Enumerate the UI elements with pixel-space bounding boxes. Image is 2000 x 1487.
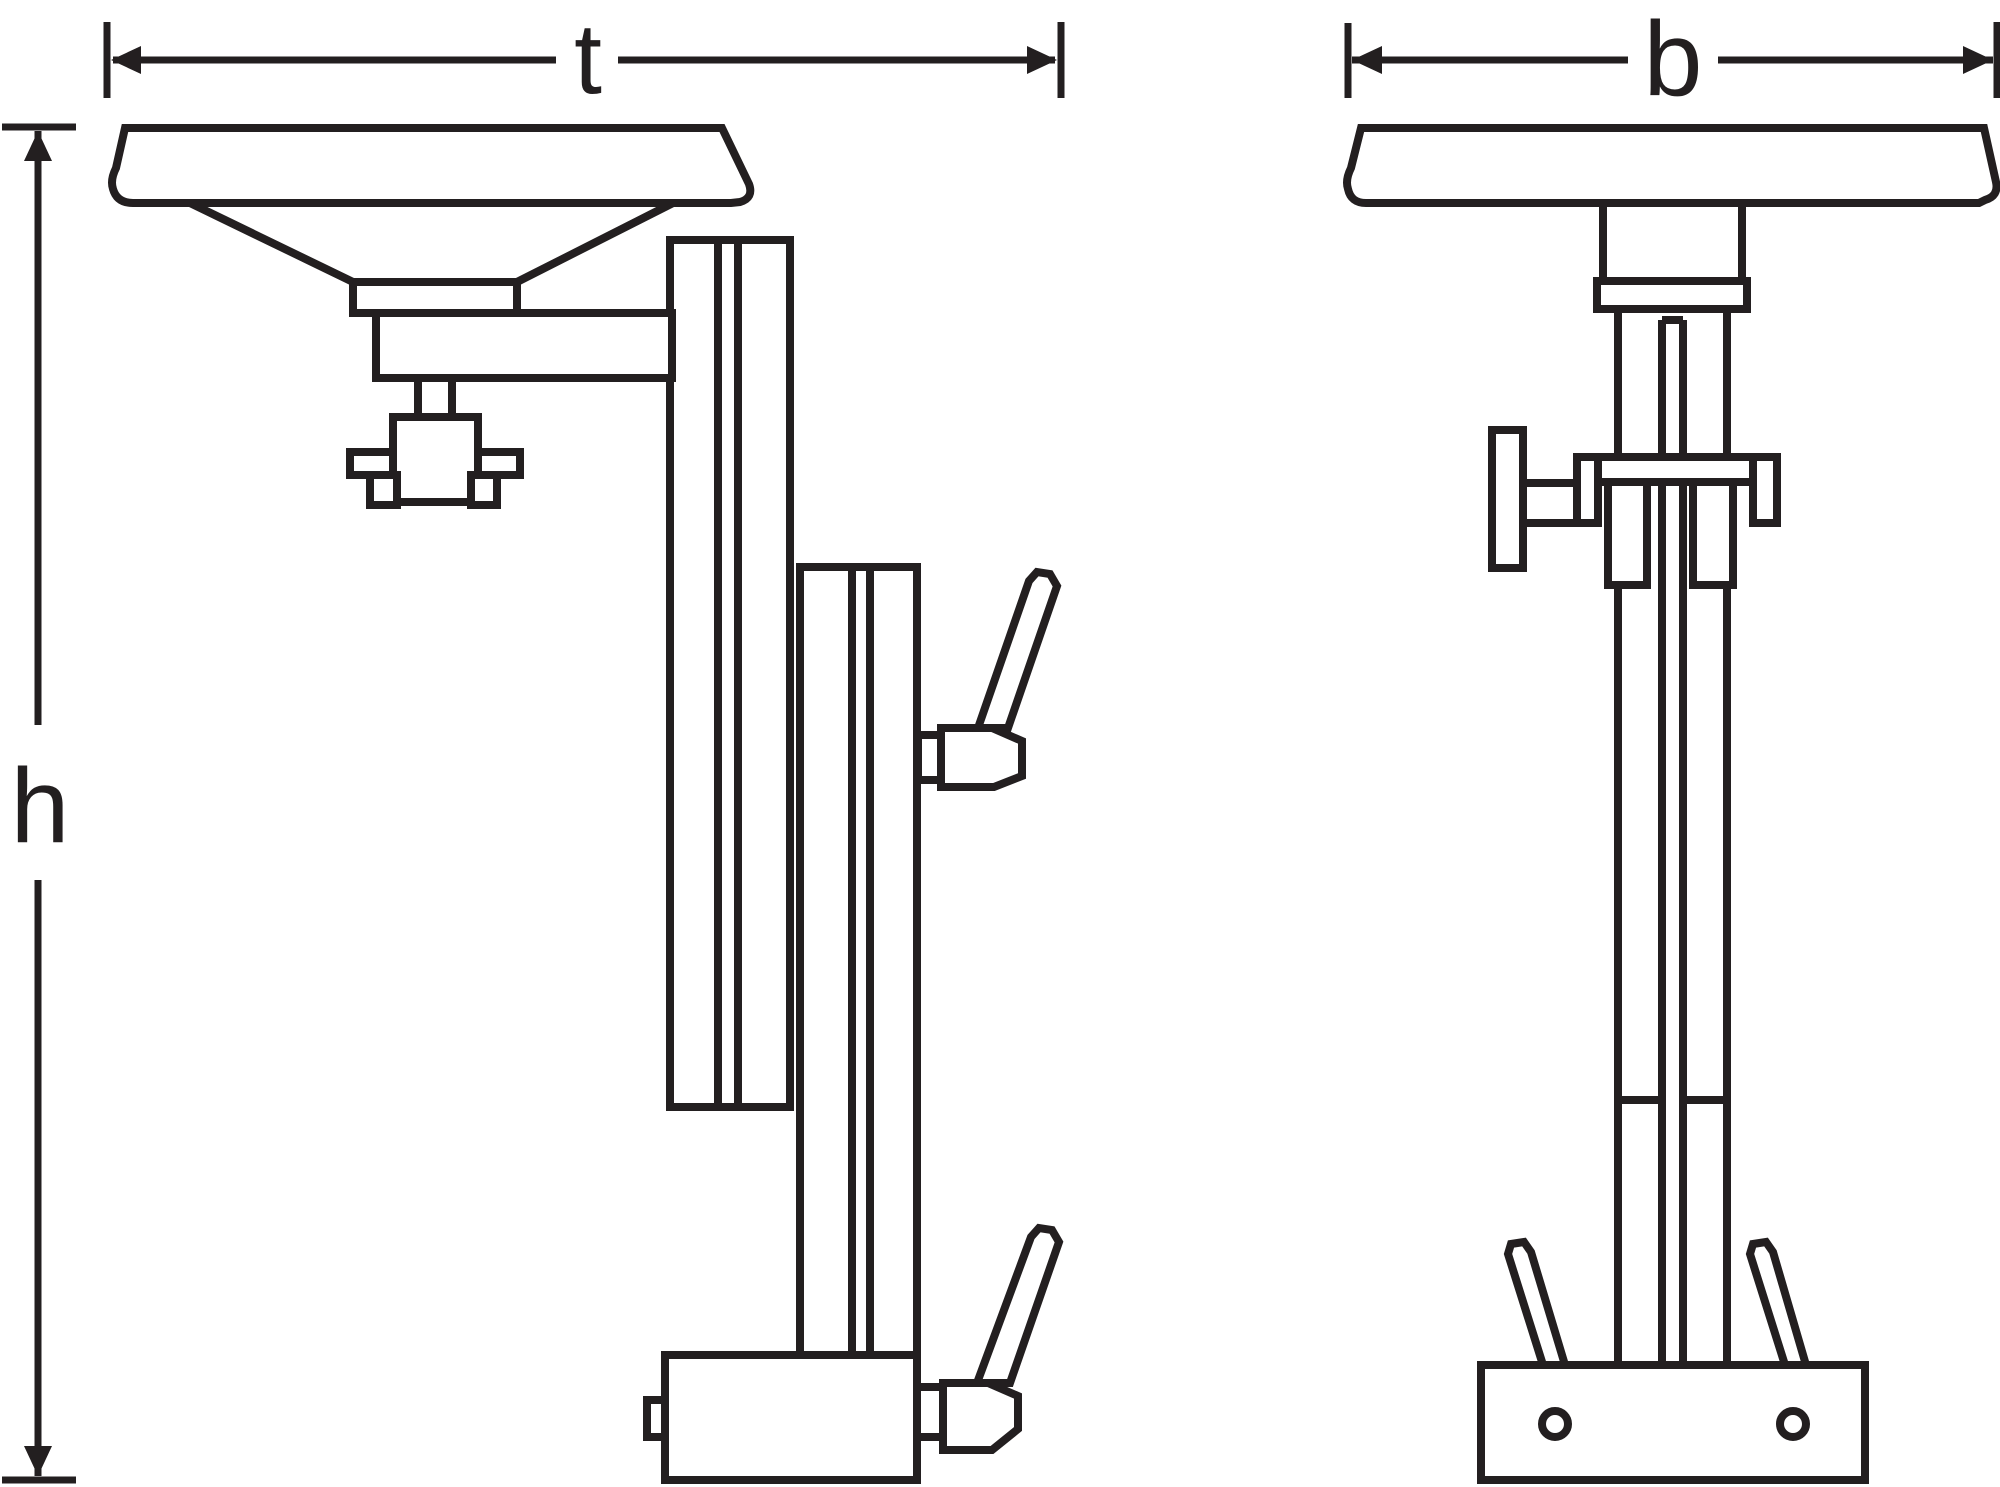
foot-lever-left (1503, 1237, 1571, 1369)
clamp-block (389, 413, 482, 506)
base-hole-left (1538, 1407, 1572, 1441)
hand-knob-arm (1519, 479, 1581, 527)
side-view (108, 124, 1064, 1484)
seat-neck (349, 278, 521, 317)
upper-lever-hub (937, 724, 1026, 791)
base-block (1477, 1361, 1869, 1484)
b-dimension-arrowhead-start (1352, 46, 1382, 74)
stem-flange (1593, 277, 1751, 313)
hand-knob-plate (1488, 426, 1527, 572)
seat-cone-left-edge (188, 199, 355, 286)
dimension-lines (2, 22, 2000, 1484)
h-dimension-arrowhead-end (24, 1446, 52, 1476)
guide-sleeve-left (1604, 478, 1651, 589)
height-dimension-label: h (11, 747, 70, 865)
lower-clamp-lever (971, 1223, 1064, 1387)
width-dimension-label: b (1644, 0, 1703, 118)
clamp-foot-right (467, 471, 501, 509)
base-block (661, 1351, 921, 1484)
lower-lever-hub (939, 1379, 1022, 1454)
clamp-stem (414, 374, 456, 421)
upper-clamp-lever (972, 567, 1062, 732)
h-dimension-arrowhead-start (24, 131, 52, 161)
seat-profile (108, 124, 755, 207)
seat-profile (1343, 124, 2000, 207)
front-column (796, 563, 921, 1359)
base-hole-right (1776, 1407, 1810, 1441)
seat-arm (372, 309, 676, 382)
t-dimension-arrowhead-end (1027, 46, 1057, 74)
depth-dimension-label: t (574, 3, 602, 115)
crossbar-cap-right (1749, 453, 1781, 527)
front-view (1343, 124, 2000, 1484)
rear-column (666, 236, 794, 1111)
clamp-foot-left (366, 471, 401, 509)
seat-stem (1599, 199, 1746, 285)
guide-sleeve-right (1689, 478, 1737, 589)
b-dimension-arrowhead-end (1963, 46, 1993, 74)
foot-lever-right (1745, 1237, 1812, 1369)
seat-cone-right-edge (515, 199, 675, 286)
t-dimension-arrowhead-start (111, 46, 141, 74)
